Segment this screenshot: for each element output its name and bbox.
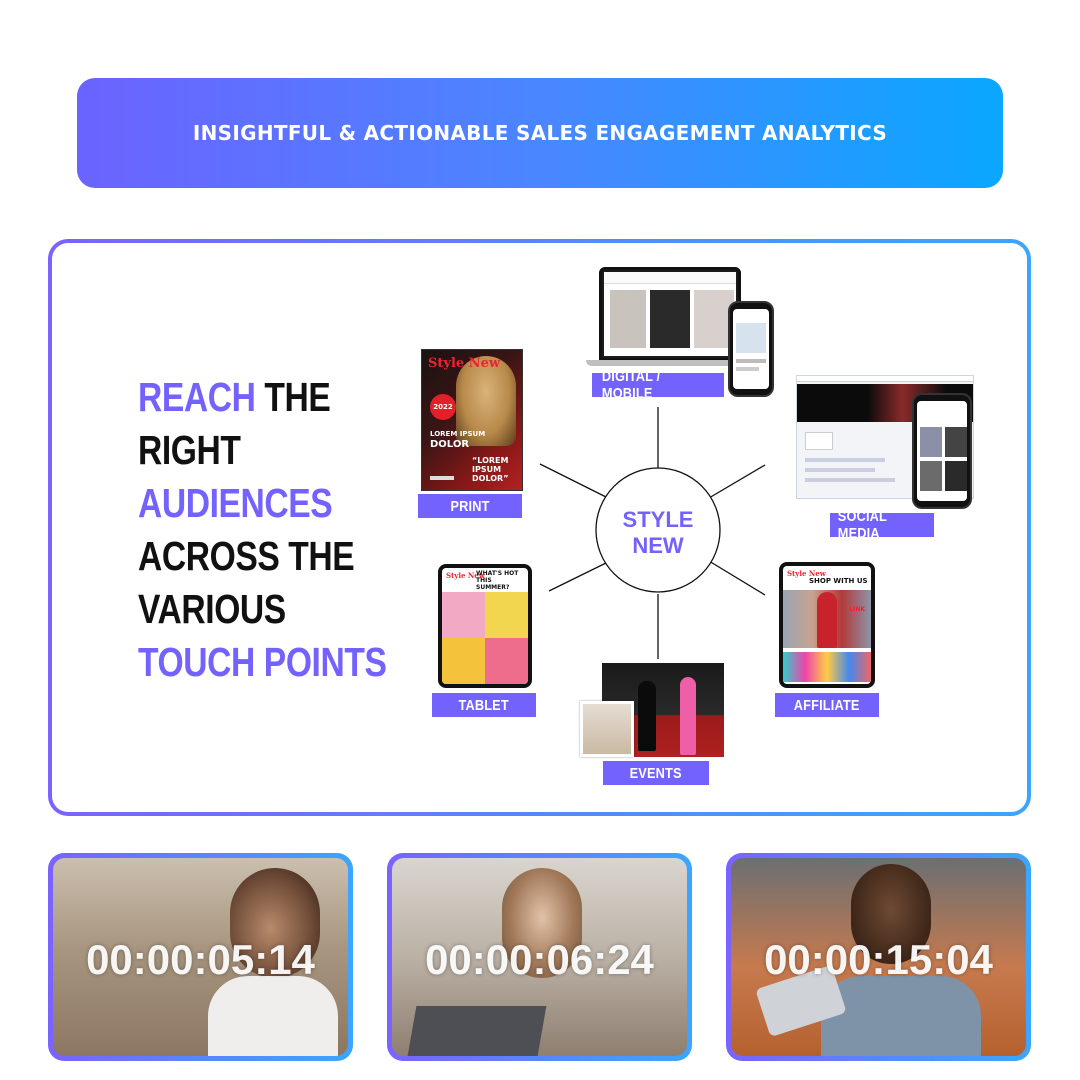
affiliate-image: Style New SHOP WITH US LINK xyxy=(779,562,875,688)
headline-word-the: THE xyxy=(255,374,331,420)
headline-word-right: RIGHT xyxy=(138,427,241,473)
tag-affiliate: AFFILIATE xyxy=(775,693,879,717)
print-magazine-image: Style New 2022 LOREM IPSUM DOLOR “LOREM … xyxy=(421,349,523,491)
social-phone-image xyxy=(912,393,972,509)
timecode-3: 00:00:15:04 xyxy=(764,936,993,983)
hub-label-line2: NEW xyxy=(632,533,684,558)
person-image xyxy=(851,864,931,964)
headline: REACH THE RIGHT AUDIENCES ACROSS THE VAR… xyxy=(138,371,387,689)
tag-events: EVENTS xyxy=(603,761,709,785)
video-thumbnail-3[interactable]: 00:00:15:04 xyxy=(731,858,1026,1056)
timecode-2: 00:00:06:24 xyxy=(425,936,654,983)
person-image xyxy=(230,868,320,978)
digital-phone-image xyxy=(728,301,774,397)
header-banner: INSIGHTFUL & ACTIONABLE SALES ENGAGEMENT… xyxy=(77,78,1003,188)
laptop-base xyxy=(586,360,752,366)
timecode-1: 00:00:05:14 xyxy=(86,936,315,983)
spoke-tablet xyxy=(548,561,609,592)
hub-circle xyxy=(595,467,721,593)
headline-word-reach: REACH xyxy=(138,374,256,420)
tag-tablet: TABLET xyxy=(432,693,536,717)
cover-model xyxy=(456,356,516,446)
person-image xyxy=(502,868,582,978)
spoke-affiliate xyxy=(708,560,766,596)
events-inset-image xyxy=(580,701,634,757)
digital-laptop-image xyxy=(599,267,741,361)
tag-digital-mobile: DIGITAL / MOBILE xyxy=(592,368,724,402)
headline-word-audiences: AUDIENCES xyxy=(138,480,333,526)
hub-label-line1: STYLE xyxy=(623,507,694,532)
tablet-image: Style New WHAT'S HOT THIS SUMMER? xyxy=(438,564,532,688)
video-card-3[interactable]: 00:00:15:04 xyxy=(726,853,1031,1061)
headline-word-various: VARIOUS xyxy=(138,586,286,632)
video-card-1[interactable]: 00:00:05:14 xyxy=(48,853,353,1061)
video-thumbnail-1[interactable]: 00:00:05:14 xyxy=(53,858,348,1056)
spoke-print xyxy=(539,463,609,499)
tag-social-media: SOCIAL MEDIA xyxy=(830,508,934,542)
video-card-2[interactable]: 00:00:06:24 xyxy=(387,853,692,1061)
hub-diagram: STYLE NEW xyxy=(539,407,766,659)
headline-word-across: ACROSS THE xyxy=(138,533,355,579)
touchpoints-panel: REACH THE RIGHT AUDIENCES ACROSS THE VAR… xyxy=(48,239,1031,816)
headline-word-touch-points: TOUCH POINTS xyxy=(138,639,387,685)
banner-title: INSIGHTFUL & ACTIONABLE SALES ENGAGEMENT… xyxy=(192,121,888,145)
video-thumbnail-2[interactable]: 00:00:06:24 xyxy=(392,858,687,1056)
tag-print: PRINT xyxy=(418,494,522,518)
spoke-social xyxy=(708,464,766,499)
touchpoints-panel-inner: REACH THE RIGHT AUDIENCES ACROSS THE VAR… xyxy=(52,243,1027,812)
